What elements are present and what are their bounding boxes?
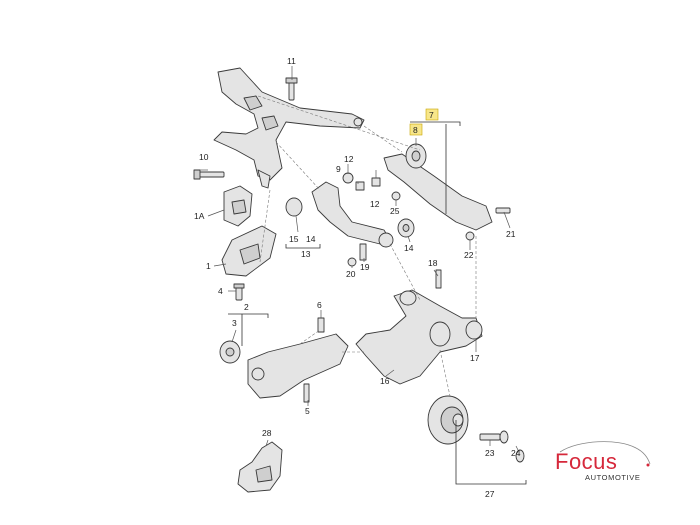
callout-28: 28: [262, 428, 272, 438]
callout-12-top: 12: [344, 154, 354, 164]
callout-16: 16: [380, 376, 390, 386]
bolt-18: [435, 269, 442, 289]
bolt-10: [193, 169, 225, 180]
hub-bolt-23: [479, 430, 509, 444]
callout-12-mid: 12: [370, 199, 380, 209]
upper-link-13: [285, 181, 394, 248]
rubber-mount-1a: [223, 185, 253, 227]
callout-20: 20: [346, 269, 356, 279]
nut-12a: [355, 181, 365, 191]
callout-19: 19: [360, 262, 370, 272]
callout-25: 25: [390, 206, 400, 216]
callout-22: 22: [464, 250, 474, 260]
callout-2: 2: [244, 302, 249, 312]
trailing-arm-2: [219, 333, 349, 399]
nut-24: [515, 449, 525, 463]
bracket-1: [221, 225, 277, 277]
callout-27: 27: [485, 489, 495, 499]
callout-11: 11: [287, 56, 296, 66]
callout-14-right: 14: [404, 243, 414, 253]
callout-15: 15: [289, 234, 299, 244]
bushing-14: [397, 218, 415, 238]
nut-12b: [371, 177, 381, 187]
bolt-6: [317, 317, 325, 333]
callout-5: 5: [305, 406, 310, 416]
callout-23: 23: [485, 448, 495, 458]
callout-14-left: 14: [306, 234, 316, 244]
logo-brand-text: Focus: [555, 449, 618, 474]
callout-4: 4: [218, 286, 223, 296]
logo-subtitle: AUTOMOTIVE: [585, 473, 641, 482]
callout-17: 17: [470, 353, 480, 363]
nut-20: [347, 257, 357, 267]
callout-21: 21: [506, 229, 516, 239]
callout-7: 7: [429, 110, 434, 120]
bracket-28: [237, 441, 283, 493]
callout-3: 3: [232, 318, 237, 328]
wheel-carrier-16: [355, 289, 483, 385]
bolt-19: [359, 243, 367, 261]
control-arm-7: [383, 143, 493, 241]
nut-9: [342, 172, 354, 184]
subframe: [213, 67, 365, 189]
wheel-hub-27: [427, 395, 469, 445]
bolt-21: [495, 207, 511, 214]
bolt-11: [285, 77, 298, 101]
focus-logo-swoosh: [559, 441, 651, 467]
callout-13: 13: [301, 249, 311, 259]
callout-6: 6: [317, 300, 322, 310]
callout-1: 1: [206, 261, 211, 271]
callout-24: 24: [511, 448, 521, 458]
bolt-5: [303, 383, 310, 403]
callout-10: 10: [199, 152, 209, 162]
bolt-4: [233, 283, 245, 301]
callout-8: 8: [413, 125, 418, 135]
callout-1a: 1A: [194, 211, 205, 221]
callout-9: 9: [336, 164, 341, 174]
washer-25: [391, 191, 401, 201]
callout-18: 18: [428, 258, 438, 268]
